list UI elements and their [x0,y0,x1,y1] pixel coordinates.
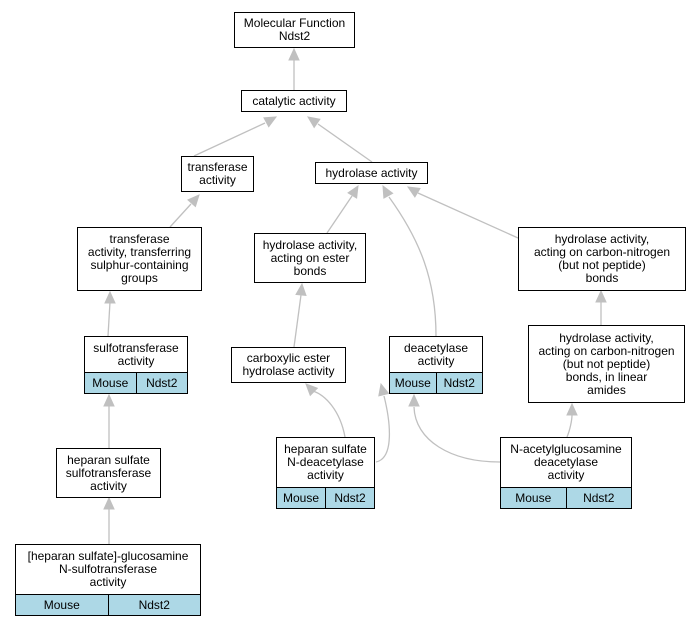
arrowhead [347,184,359,199]
arrowhead [378,382,390,397]
edge-line [317,123,373,163]
node-label: sulfotransferase activity [93,340,179,368]
gene-tag[interactable]: Ndst2 [135,373,187,393]
annotation-row: Mouse Ndst2 [277,487,374,508]
node-hs-sulfotransferase[interactable]: heparan sulfate sulfotransferase activit… [56,448,161,498]
node-label: Molecular Function Ndst2 [243,16,346,43]
gene-tag[interactable]: Ndst2 [565,488,631,508]
edge-line [417,192,519,239]
node-label: hydrolase activity, acting on carbon-nit… [538,330,675,397]
node-label: hydrolase activity, acting on carbon-nit… [533,232,671,285]
annotation-row: Mouse Ndst2 [85,372,187,393]
node-label: hydrolase activity [325,165,418,180]
arrowhead [263,116,278,128]
node-label: catalytic activity [252,93,336,108]
organism-tag[interactable]: Mouse [501,488,566,508]
node-label: N-acetylglucosamine deacetylase activity [510,442,622,482]
node-label: heparan sulfate sulfotransferase activit… [65,452,152,493]
node-transferase-sulphur[interactable]: transferase activity, transferring sulph… [77,227,202,291]
node-hs-glucosamine[interactable]: [heparan sulfate]-glucosamine N-sulfotra… [15,544,201,616]
node-hydrolase-linear-amides[interactable]: hydrolase activity, acting on carbon-nit… [528,325,685,403]
node-label: carboxylic ester hydrolase activity [242,351,335,378]
edge-line [193,122,266,157]
node-hydrolase-activity[interactable]: hydrolase activity [315,162,428,184]
gene-tag[interactable]: Ndst2 [435,373,482,393]
node-nacetylglucosamine[interactable]: N-acetylglucosamine deacetylase activity… [500,437,632,509]
gene-tag[interactable]: Ndst2 [107,595,200,615]
annotation-row: Mouse Ndst2 [16,594,200,615]
arrowhead [103,393,115,407]
arrowhead [406,186,421,198]
node-catalytic-activity[interactable]: catalytic activity [241,90,347,112]
node-sulfotransferase[interactable]: sulfotransferase activity Mouse Ndst2 [84,336,188,394]
organism-tag[interactable]: Mouse [16,595,108,615]
edge-line [293,294,302,348]
edge-line [169,203,192,228]
edge-line [566,414,573,438]
edge-line [413,406,501,463]
edge-line [107,301,111,337]
arrowhead [187,194,200,208]
organism-tag[interactable]: Mouse [390,373,436,393]
annotation-row: Mouse Ndst2 [501,487,631,508]
gene-tag[interactable]: Ndst2 [325,488,374,508]
arrowhead [288,47,300,61]
arrowhead [103,496,115,510]
arrowhead [305,383,319,397]
edge-line [388,196,437,337]
arrowhead [595,289,607,303]
edge-line [375,395,391,463]
edge-line [312,390,346,438]
arrowhead [307,116,321,129]
node-hydrolase-carbon-nitrogen[interactable]: hydrolase activity, acting on carbon-nit… [518,227,686,291]
annotation-row: Mouse Ndst2 [390,372,482,393]
node-molecular-function[interactable]: Molecular Function Ndst2 [234,12,355,48]
node-transferase-activity[interactable]: transferase activity [181,156,254,192]
organism-tag[interactable]: Mouse [277,488,325,508]
edge-line [326,195,353,234]
arrowhead [104,290,116,304]
arrowhead [295,282,307,296]
node-label: deacetylase activity [403,340,469,368]
node-label: transferase activity [187,160,248,187]
node-label: transferase activity, transferring sulph… [87,232,192,285]
organism-tag[interactable]: Mouse [85,373,136,393]
node-deacetylase[interactable]: deacetylase activity Mouse Ndst2 [389,336,483,394]
node-hydrolase-ester[interactable]: hydrolase activity, acting on ester bond… [254,233,366,283]
arrowhead [408,393,420,407]
arrowhead [566,402,578,416]
arrowhead [382,184,394,199]
node-label: [heparan sulfate]-glucosamine N-sulfotra… [27,549,189,589]
node-hs-ndeacetylase[interactable]: heparan sulfate N-deacetylase activity M… [276,437,375,509]
node-label: hydrolase activity, acting on ester bond… [262,237,358,278]
node-carboxylic-ester[interactable]: carboxylic ester hydrolase activity [231,347,346,383]
node-label: heparan sulfate N-deacetylase activity [284,442,367,482]
